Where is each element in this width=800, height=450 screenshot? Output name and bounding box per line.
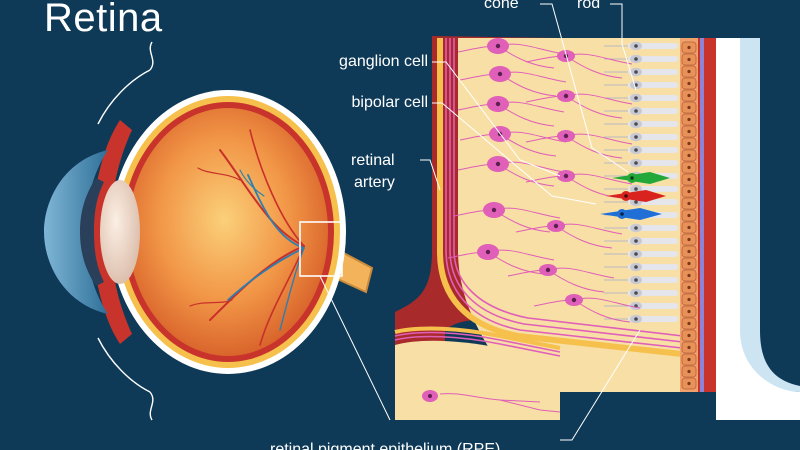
zoom-box [299,221,343,277]
rpe-cell-nucleus [687,165,691,170]
rpe-cell-nucleus [687,93,691,98]
cone-label: cone [484,0,519,12]
photoreceptor [604,288,678,298]
rpe-cell-nucleus [687,45,691,50]
ganglion-cell [453,202,561,233]
ciliary-body [92,120,132,344]
retinal-artery-label-line1: retinal [351,152,395,169]
rpe-cell-nucleus [687,249,691,254]
rod-label: rod [577,0,601,12]
red-cone [606,190,666,202]
photoreceptor [604,54,678,64]
rpe-cell-nucleus [687,105,691,110]
bipolar-cell [507,264,615,293]
lens [100,180,140,284]
green-cone [612,172,670,184]
bipolar-cell [525,130,633,159]
photoreceptor [604,106,678,116]
rpe-cell-nucleus [687,321,691,326]
rpe-cell-nucleus [687,273,691,278]
rpe-cell-nucleus [687,297,691,302]
rpe-cell-nucleus [687,129,691,134]
eyeball [44,41,391,421]
rpe-cell-nucleus [687,57,691,62]
rpe-cell-nucleus [687,309,691,314]
ganglion-cell [459,66,567,97]
diagram-title: Retina [44,0,163,40]
rpe-cell-nucleus [687,189,691,194]
photoreceptor [604,67,678,77]
rpe-cell-nucleus [687,285,691,290]
rpe-cell-nucleus [687,213,691,218]
bipolar-cell-label: bipolar cell [351,94,428,111]
label-leader-lines [420,3,641,441]
neuron-layer [447,38,641,323]
photoreceptor [604,80,678,90]
rpe-cell-nucleus [687,381,691,386]
rpe-cell-nucleus [687,201,691,206]
photoreceptor [604,223,678,233]
rpe-cell-nucleus [687,345,691,350]
colored-cones [600,172,670,220]
photoreceptor [604,158,678,168]
bipolar-cell [525,90,633,119]
ganglion-cell [457,38,565,69]
photoreceptor [604,41,678,51]
bipolar-cell [533,294,641,323]
lower-retina-section [394,326,561,420]
rpe-cell-nucleus [687,357,691,362]
rpe-cell-nucleus [687,369,691,374]
rpe-label: retinal pigment epithelium (RPE) [270,441,501,450]
rpe-cell-nucleus [687,177,691,182]
photoreceptor [604,249,678,259]
rpe-cell-nucleus [687,69,691,74]
photoreceptor [604,275,678,285]
photoreceptor [604,93,678,103]
retinal-vessels [189,129,305,346]
photoreceptor [604,314,678,324]
blue-cone [600,208,662,220]
rpe-cell-nucleus [687,141,691,146]
photoreceptor [604,236,678,246]
ganglion-cell [457,96,565,127]
cornea [44,150,108,314]
photoreceptor-layer [604,41,678,324]
ganglion-cell [447,244,555,275]
rpe-cell-nucleus [687,117,691,122]
ganglion-cell-label: ganglion cell [339,53,428,70]
photoreceptor [604,119,678,129]
rpe-cells [681,41,697,390]
photoreceptor [604,262,678,272]
photoreceptor [604,132,678,142]
rpe-cell-nucleus [687,81,691,86]
nerve-fiber-layer [445,38,701,351]
rpe-cell-nucleus [687,333,691,338]
rpe-cell-nucleus [687,153,691,158]
rpe-cell-nucleus [687,237,691,242]
retinal-artery-label-line2: artery [354,174,395,191]
photoreceptor [604,184,678,194]
iris [80,178,104,286]
retina-magnified [394,36,800,420]
rpe-cell-nucleus [687,225,691,230]
rpe-cell-nucleus [687,261,691,266]
photoreceptor [604,145,678,155]
bipolar-cell [525,50,633,79]
bipolar-cell [515,220,623,249]
